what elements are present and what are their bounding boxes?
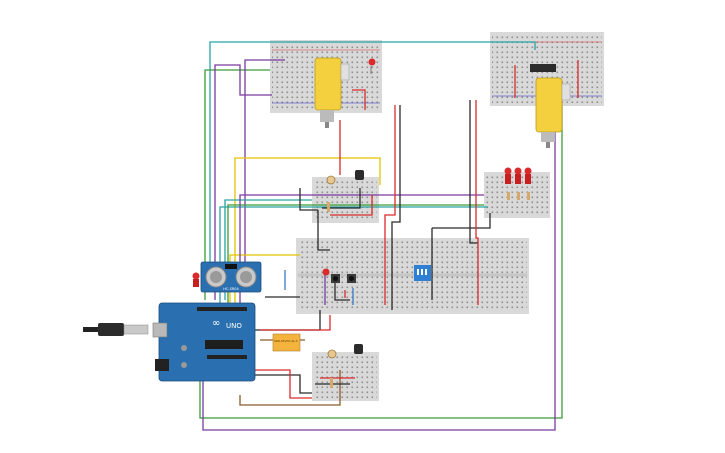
led-array [504, 167, 532, 200]
arduino-uno-board: ∞ UNO [152, 302, 256, 382]
breadboard-large [296, 238, 529, 314]
led-ultrasonic-side [192, 272, 200, 287]
wires [199, 41, 579, 431]
usb-cable [83, 323, 149, 336]
arduino-logo: ∞ [212, 318, 220, 329]
led-large-board [322, 268, 330, 276]
dip-switch [414, 265, 431, 281]
photoresistor-bottom [327, 349, 337, 359]
temperature-sensor-bottom [354, 344, 363, 354]
relay-module: SRD-05VDC-SL-C [272, 333, 301, 352]
breadboard-bottom [312, 352, 379, 401]
motor-driver-ic [530, 64, 556, 72]
arduino-brand: UNO [226, 322, 242, 330]
dc-motor-left [314, 57, 350, 128]
dc-motor-right [535, 77, 571, 148]
led-top-left [368, 58, 376, 74]
resistor-bottom [330, 378, 333, 388]
temperature-sensor-middle [355, 170, 364, 180]
resistor-middle [327, 202, 330, 212]
push-button-2 [347, 274, 356, 283]
ultrasonic-sensor: HC-SR04 [200, 261, 262, 293]
push-button-1 [331, 274, 340, 283]
breadboard-middle [312, 177, 379, 223]
photoresistor-middle [326, 175, 336, 185]
ultrasonic-label: HC-SR04 [223, 287, 239, 291]
relay-text: SRD-05VDC-SL-C [274, 339, 298, 343]
